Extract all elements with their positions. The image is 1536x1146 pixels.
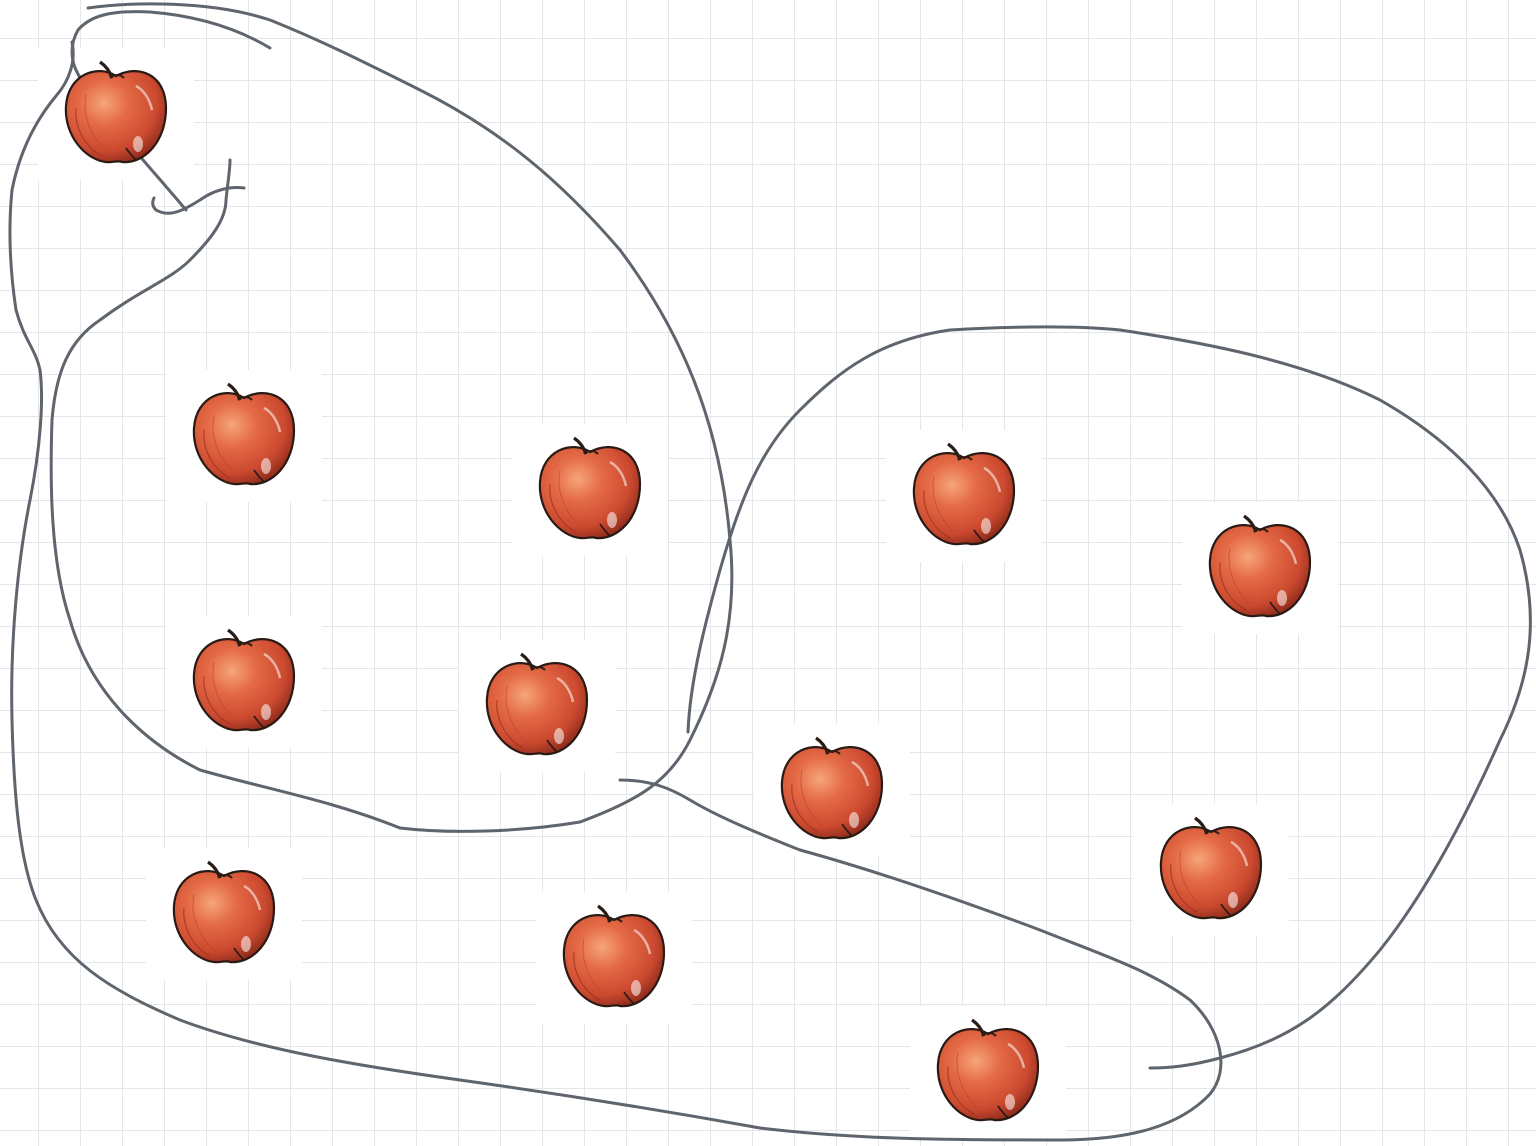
apple-icon	[192, 628, 296, 732]
apple-icon	[1208, 514, 1312, 618]
apple-icon	[192, 382, 296, 486]
apple-icon	[562, 904, 666, 1008]
right-grouping-loop	[686, 325, 1532, 1070]
apple-icon	[1159, 816, 1263, 920]
apple-icon	[485, 652, 589, 756]
outer-left-bottom-grouping-loop	[8, 40, 1223, 1142]
apple-icon	[538, 436, 642, 540]
apple-icon	[912, 442, 1016, 546]
upper-left-grouping-loop	[49, 2, 734, 833]
apple-icon	[64, 60, 168, 164]
apple-icon	[780, 736, 884, 840]
apple-patches	[38, 48, 1338, 1138]
apple-icon	[172, 860, 276, 964]
upper-left-loop-tail	[151, 186, 246, 215]
apple-icon	[936, 1018, 1040, 1122]
